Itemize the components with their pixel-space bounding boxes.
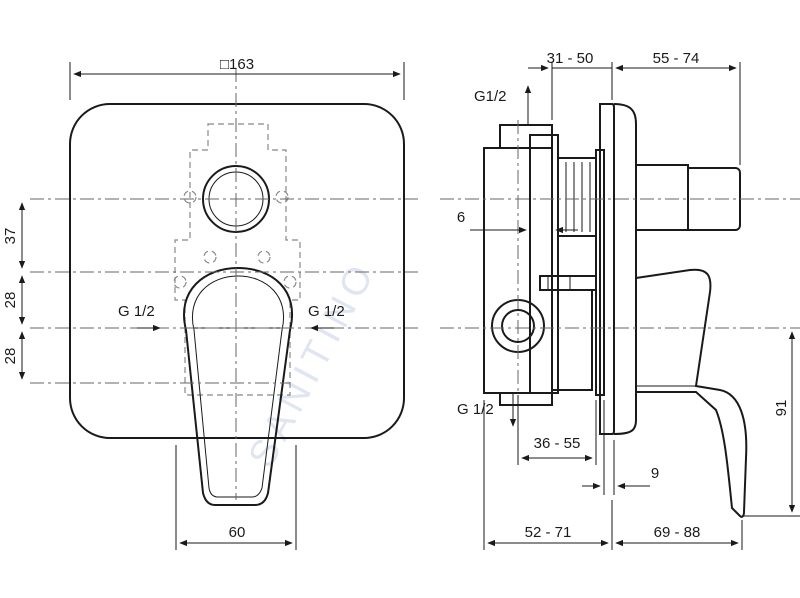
depth-range-2-label: 55 - 74 xyxy=(653,50,700,67)
depth-range-3-label: 36 - 55 xyxy=(534,435,581,452)
inlet-ring-inner xyxy=(501,309,535,343)
side-view: G1/2 G 1/2 31 - 50 55 - 74 6 36 - 55 9 xyxy=(440,50,800,550)
width-label: □163 xyxy=(220,56,254,73)
mounting-ring xyxy=(595,149,605,396)
height-91-label: 91 xyxy=(773,400,790,417)
depth-range-5-label: 69 - 88 xyxy=(654,524,701,541)
cartridge-threads xyxy=(565,162,591,232)
valve-bottom-cap xyxy=(499,392,553,406)
depth-range-4-label: 52 - 71 xyxy=(525,524,572,541)
cover-plate-side xyxy=(599,103,615,435)
top-inlet-label: G1/2 xyxy=(474,88,507,105)
hidden-mount-hole-5 xyxy=(173,275,187,289)
valve-body-side-block xyxy=(529,134,559,394)
dim-6-label: 6 xyxy=(457,209,465,226)
dim-28-lower-label: 28 xyxy=(2,348,19,365)
hidden-mount-hole-6 xyxy=(283,275,297,289)
inlet-right-label: G 1/2 xyxy=(308,303,345,320)
dim-37-label: 37 xyxy=(2,228,19,245)
hidden-valve-body xyxy=(174,123,301,396)
lower-block xyxy=(551,289,593,391)
diverter-knob-side xyxy=(635,164,689,231)
lever-handle-inner xyxy=(192,275,284,498)
cover-plate xyxy=(69,103,405,439)
hidden-mount-hole-3 xyxy=(203,250,217,264)
dim-9-label: 9 xyxy=(651,465,659,482)
watermark: SANITINO xyxy=(241,254,385,475)
valve-top-cap xyxy=(499,124,553,149)
lever-side xyxy=(635,268,748,518)
lever-handle xyxy=(183,266,293,506)
lever-width-label: 60 xyxy=(229,524,246,541)
hidden-mount-hole-4 xyxy=(257,250,271,264)
inlet-left-label: G 1/2 xyxy=(118,303,155,320)
hidden-mount-hole-1 xyxy=(183,190,197,204)
front-view: □163 37 28 28 G 1/2 G 1/2 60 xyxy=(2,56,418,550)
bottom-outlet-label: G 1/2 xyxy=(457,401,494,418)
depth-range-1-label: 31 - 50 xyxy=(547,50,594,67)
hidden-mount-hole-2 xyxy=(275,190,289,204)
plate-front xyxy=(613,103,637,435)
dim-28-upper-label: 28 xyxy=(2,292,19,309)
